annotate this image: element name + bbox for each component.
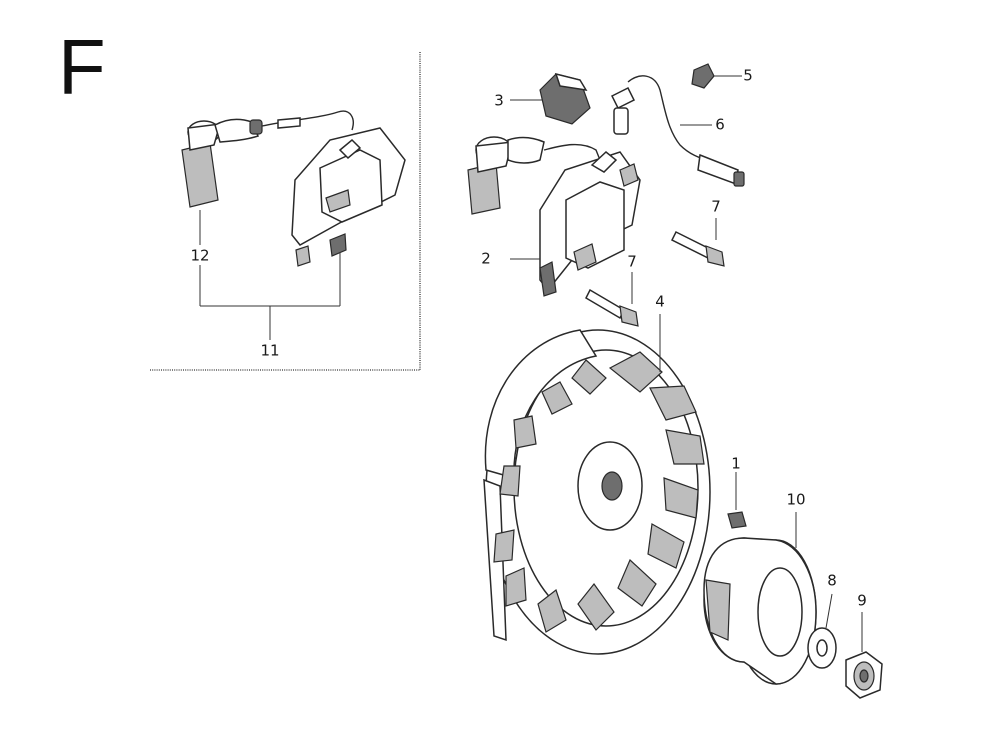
callout-9: 9 — [857, 591, 867, 610]
callout-6: 6 — [715, 115, 725, 134]
woodruff-key — [727, 511, 747, 529]
callout-2: 2 — [481, 249, 491, 268]
callout-10: 10 — [786, 490, 806, 509]
callout-4: 4 — [655, 292, 665, 311]
starter-pulley — [703, 537, 817, 685]
bolt-lower — [585, 288, 639, 327]
stop-wire — [610, 75, 745, 187]
callout-7-upper: 7 — [711, 197, 721, 216]
callout-7-lower: 7 — [627, 252, 637, 271]
wire-clip — [691, 63, 715, 89]
leader-lines — [510, 75, 863, 652]
section-letter: F — [58, 23, 106, 111]
inset-ignition-coil — [261, 110, 406, 267]
callout-5: 5 — [743, 66, 753, 85]
callout-8: 8 — [827, 571, 837, 590]
spark-plug-cap — [467, 136, 545, 215]
inset-leader-lines — [199, 210, 341, 340]
callout-12: 12 — [190, 246, 210, 265]
flywheel — [483, 329, 711, 655]
ignition-coil — [539, 143, 641, 297]
flange-nut — [845, 651, 883, 699]
washer — [807, 627, 837, 669]
bolt-upper — [670, 230, 725, 267]
callout-11: 11 — [260, 341, 280, 360]
callout-3: 3 — [494, 91, 504, 110]
flywheel-fins — [493, 351, 705, 633]
stop-switch — [539, 72, 591, 125]
callout-1: 1 — [731, 454, 741, 473]
inset-frame — [150, 52, 421, 371]
inset-spark-plug-cap — [181, 118, 263, 208]
